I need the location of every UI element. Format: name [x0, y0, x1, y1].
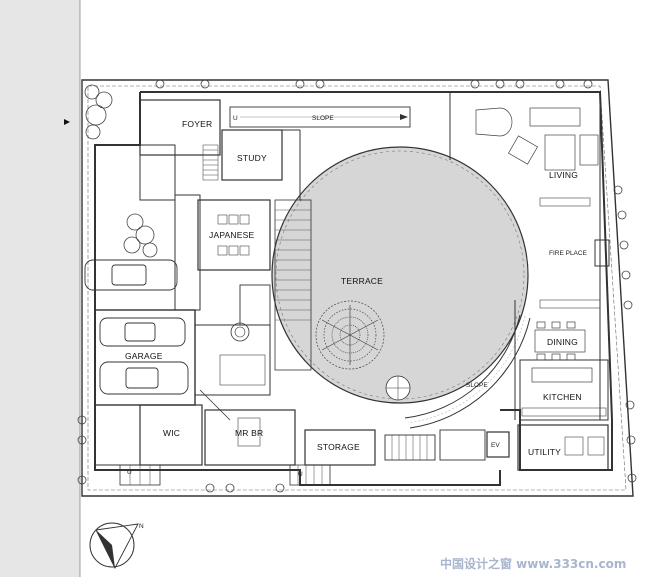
- japanese-room: [197, 199, 271, 271]
- stair-hatch: [274, 199, 312, 371]
- site-boundary: [81, 79, 634, 497]
- label-foyer: FOYER: [182, 119, 212, 129]
- fireplace: [594, 239, 610, 267]
- label-slope-bottom: SLOPE: [466, 382, 488, 389]
- living-furniture: [475, 107, 599, 171]
- entry-arrow-icon: [64, 119, 70, 125]
- foyer-room: [139, 99, 221, 156]
- label-mrbr: MR BR: [235, 428, 263, 438]
- label-up-2: U: [298, 471, 303, 478]
- label-storage: STORAGE: [317, 442, 360, 452]
- label-slope-top: SLOPE: [312, 115, 334, 122]
- label-terrace: TERRACE: [341, 276, 383, 286]
- terrace-tree: [315, 300, 385, 370]
- dining-table: [534, 321, 586, 361]
- driveway-car-icon: [84, 259, 178, 291]
- label-study: STUDY: [237, 153, 267, 163]
- label-up-1: U: [233, 115, 238, 122]
- label-ev: EV: [491, 442, 500, 449]
- storage-room: [304, 429, 376, 466]
- label-japanese: JAPANESE: [209, 230, 255, 240]
- perimeter-trees: [77, 79, 637, 493]
- label-kitchen: KITCHEN: [543, 392, 582, 402]
- kitchen-room: [519, 359, 609, 421]
- label-wic: WIC: [163, 428, 180, 438]
- label-north: N: [139, 523, 144, 530]
- label-dining: DINING: [547, 337, 578, 347]
- slope-ramp-curved: [404, 314, 521, 419]
- label-utility: UTILITY: [528, 447, 561, 457]
- utility-room: [517, 424, 609, 471]
- label-living: LIVING: [549, 170, 578, 180]
- label-fireplace: FIRE PLACE: [549, 250, 588, 257]
- sidewalk-strip: [0, 0, 80, 577]
- study-room: [221, 129, 283, 181]
- terrace-circle: [271, 146, 529, 404]
- label-up-3: U: [127, 469, 132, 476]
- elevator: [486, 431, 510, 458]
- slope-corridor-top: [229, 106, 411, 128]
- car-icon: [99, 317, 189, 395]
- mr-br-room: [204, 409, 296, 466]
- north-arrow-icon: [89, 522, 139, 569]
- watermark-text: 中国设计之窗 www.333cn.com: [440, 556, 626, 571]
- label-garage: GARAGE: [125, 351, 163, 361]
